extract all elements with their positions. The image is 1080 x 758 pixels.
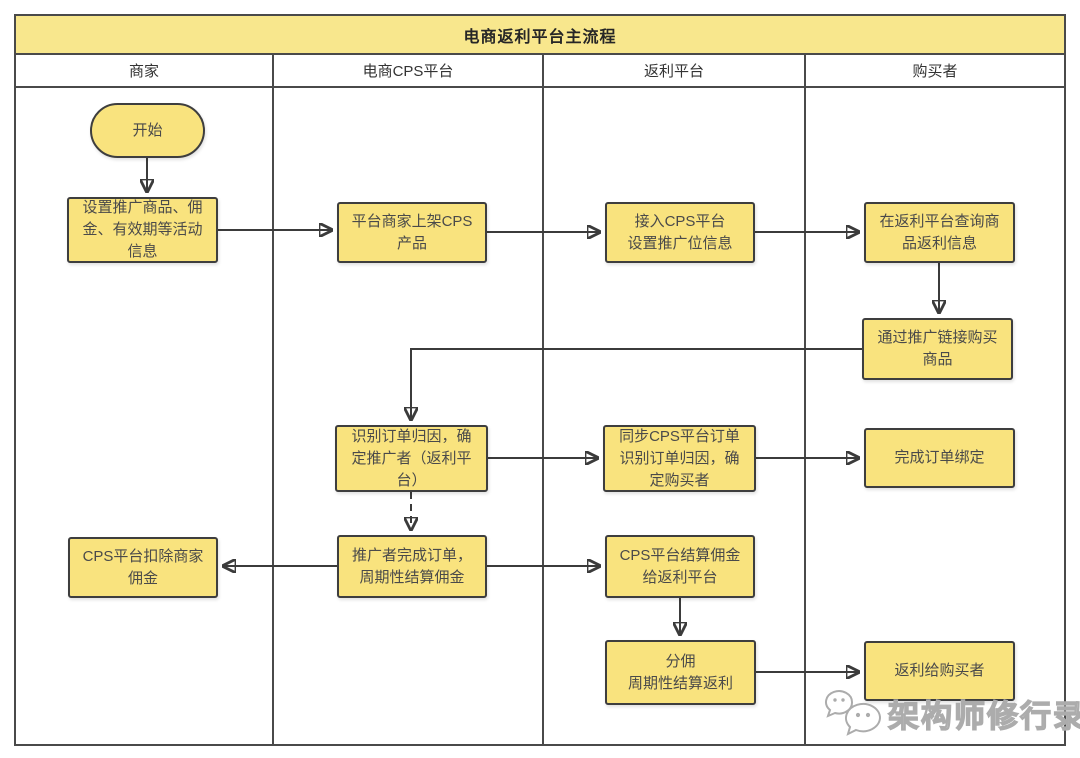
diagram-title: 电商返利平台主流程: [14, 14, 1066, 55]
wechat-logo-icon: [825, 690, 882, 736]
node-complete-bind: 完成订单绑定: [864, 428, 1015, 488]
node-identify: 识别订单归因，确 定推广者（返利平 台）: [335, 425, 488, 492]
lane-divider-3: [804, 55, 806, 746]
watermark: 架构师修行录: [824, 688, 1080, 738]
lane-header-buyer: 购买者: [912, 63, 958, 80]
node-rebate-buyer: 返利给购买者: [864, 641, 1015, 701]
node-access-cps: 接入CPS平台 设置推广位信息: [605, 202, 755, 263]
lane-divider-2: [542, 55, 544, 746]
header-divider-line: [14, 86, 1066, 88]
node-cps-settle: CPS平台结算佣金 给返利平台: [605, 535, 755, 598]
node-set-promo: 设置推广商品、佣 金、有效期等活动 信息: [67, 197, 218, 263]
node-buy-link: 通过推广链接购买 商品: [862, 318, 1013, 380]
node-settle-comm: 推广者完成订单， 周期性结算佣金: [337, 535, 487, 598]
node-start: 开始: [90, 103, 205, 158]
lane-header-rebate-platform: 返利平台: [643, 63, 704, 80]
node-share-comm: 分佣 周期性结算返利: [605, 640, 756, 705]
node-list-cps: 平台商家上架CPS 产品: [337, 202, 487, 263]
lane-header-merchant: 商家: [128, 63, 159, 80]
node-sync-order: 同步CPS平台订单 识别订单归因，确 定购买者: [603, 425, 756, 492]
node-deduct: CPS平台扣除商家 佣金: [68, 537, 218, 598]
node-query-rebate: 在返利平台查询商 品返利信息: [864, 202, 1015, 263]
lane-header-cps-platform: 电商CPS平台: [362, 63, 454, 80]
watermark-text: 架构师修行录: [887, 698, 1080, 734]
lane-divider-1: [272, 55, 274, 746]
